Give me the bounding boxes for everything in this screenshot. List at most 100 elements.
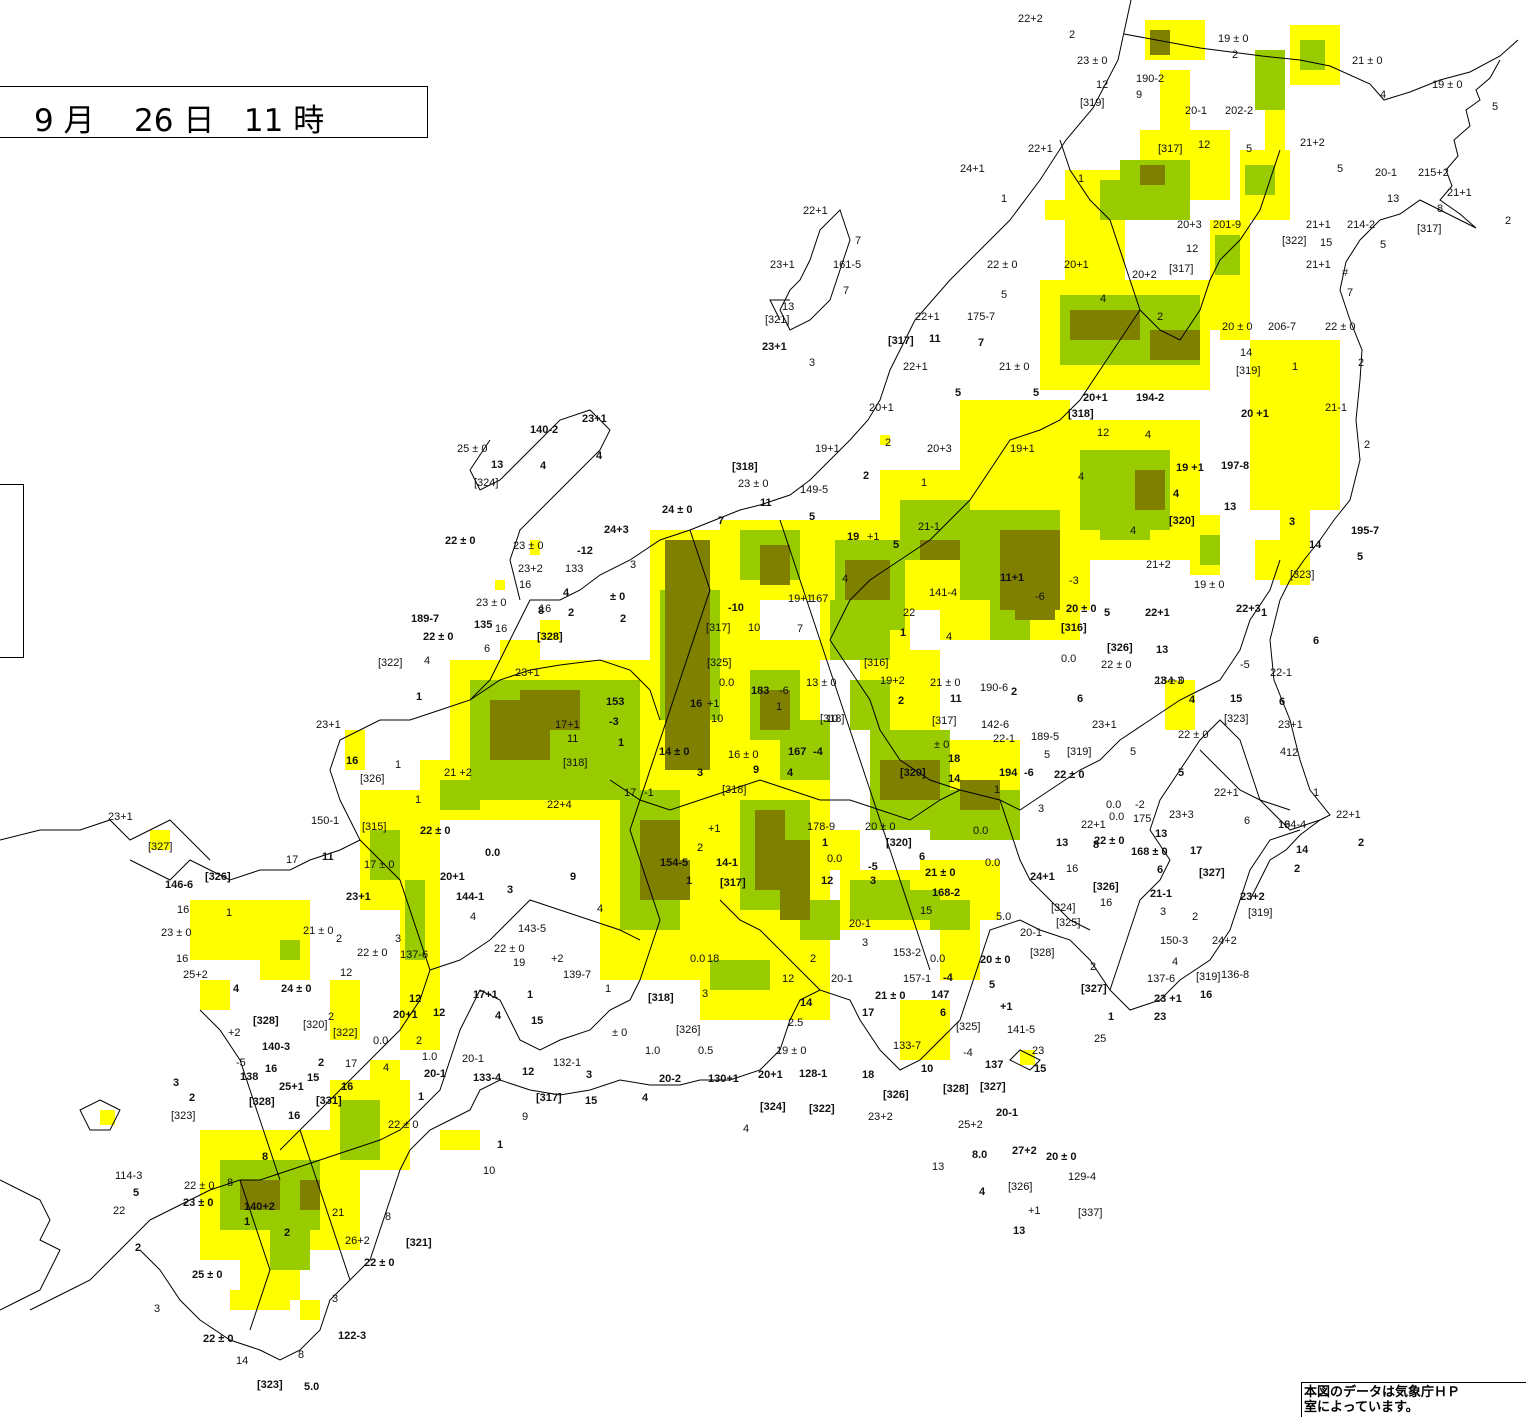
station-label: 3 (862, 937, 868, 949)
pref-boundary-15 (199, 1009, 281, 1181)
station-label: -6 (1035, 591, 1045, 603)
station-label: 22 ± 0 (1054, 769, 1085, 781)
station-label: 14 (1309, 539, 1322, 551)
station-label: 2.5 (788, 1017, 803, 1029)
station-label: 1 (1313, 787, 1319, 799)
station-label: [319] (1236, 365, 1260, 377)
coverage-cell (1045, 200, 1065, 220)
coverage-cell (820, 830, 860, 870)
station-label: 23 ± 0 (183, 1197, 214, 1209)
station-label: [322] (1282, 235, 1306, 247)
station-label: 5 (1492, 101, 1498, 113)
station-label: 23 ± 0 (1154, 675, 1185, 687)
station-label: 2 (1294, 863, 1300, 875)
station-label: [320] (900, 767, 926, 779)
station-label: 6 (919, 851, 925, 863)
station-label: 1 (1261, 607, 1267, 619)
station-label: +1 (867, 531, 880, 543)
station-label: 20+2 (1132, 269, 1157, 281)
coverage-cell (1150, 30, 1170, 55)
station-label: 1 (418, 1091, 424, 1103)
station-label: 4 (642, 1092, 649, 1104)
station-label: [321] (406, 1237, 432, 1249)
station-label: 1 (226, 907, 232, 919)
station-label: 5 (893, 539, 899, 551)
station-label: 3 (697, 767, 703, 779)
station-label: 194-2 (1136, 392, 1164, 404)
station-label: 17 ± 0 (364, 859, 395, 871)
coverage-cell (845, 560, 890, 600)
coverage-cell (780, 840, 810, 920)
station-label: 22 ± 0 (1094, 835, 1125, 847)
station-label: 17 (286, 854, 298, 866)
station-label: 13 (491, 459, 503, 471)
station-label: [328] (1030, 947, 1054, 959)
station-label: [316] (1061, 622, 1087, 634)
station-label: [317] (888, 335, 914, 347)
station-label: 13 (932, 1161, 944, 1173)
station-label: 8 (385, 1211, 391, 1223)
pref-boundary-5 (779, 519, 931, 971)
station-label: 190-2 (1136, 73, 1164, 85)
pref-boundary-14 (299, 1129, 351, 1281)
station-label: 23 ± 0 (161, 927, 192, 939)
station-label: 2 (1090, 961, 1096, 973)
station-label: [319] (1067, 746, 1091, 758)
station-label: 1 (900, 627, 906, 639)
station-label: 22 ± 0 (364, 1257, 395, 1269)
title-month: 9 (34, 103, 54, 139)
station-label: 16 (1200, 989, 1212, 1001)
station-label: 0.0 (930, 953, 945, 965)
station-label: 19 ± 0 (1432, 79, 1463, 91)
station-label: 1.0 (645, 1045, 660, 1057)
station-label: 20-1 (462, 1053, 484, 1065)
station-label: 11 (760, 497, 772, 509)
station-label: [319] (1196, 971, 1220, 983)
coverage-cell (760, 690, 790, 730)
station-label: 0.0 (973, 825, 988, 837)
station-label: 15 (1320, 237, 1332, 249)
station-label: 20+3 (927, 443, 952, 455)
coastline-tokai (139, 919, 1111, 1361)
station-label: 2 (697, 842, 703, 854)
station-label: [320] (886, 837, 912, 849)
station-label: 3 (586, 1069, 592, 1081)
station-label: 7 (1347, 287, 1353, 299)
station-label: 20-1 (1020, 927, 1042, 939)
station-label: 136-8 (1221, 969, 1249, 981)
station-label: 19 (1278, 819, 1290, 831)
station-label: 15 (585, 1095, 597, 1107)
station-label: 4 (1100, 293, 1106, 305)
coverage-cell (280, 940, 300, 960)
station-label: 22 ± 0 (184, 1180, 215, 1192)
station-label: 22 ± 0 (203, 1333, 234, 1345)
station-label: 25+2 (958, 1119, 983, 1131)
station-label: 14 (948, 773, 961, 785)
station-label: 0.0 (373, 1035, 388, 1047)
station-label: 20-1 (831, 973, 853, 985)
coverage-cell (1215, 235, 1240, 275)
coastline-east-1 (1379, 59, 1501, 229)
station-label: 2 (1364, 439, 1370, 451)
station-label: 16 (346, 755, 358, 767)
station-label: 20+1 (440, 871, 465, 883)
station-label: 23 ± 0 (476, 597, 507, 609)
station-label: 12 (782, 973, 794, 985)
station-label: 21+1 (1447, 187, 1472, 199)
station-label: 16 (1100, 897, 1112, 909)
station-label: 23 ± 0 (1077, 55, 1108, 67)
station-label: 14 (1240, 347, 1252, 359)
coverage-cell (530, 540, 540, 555)
station-label: 2 (1358, 837, 1364, 849)
station-label: 13 (1387, 193, 1399, 205)
station-label: 23+2 (868, 1111, 893, 1123)
station-label: -5 (1240, 659, 1250, 671)
coverage-cell (1060, 560, 1090, 610)
pref-boundary-7 (279, 839, 431, 1151)
station-label: 12 (1286, 747, 1298, 759)
station-label: 1 (244, 1216, 250, 1228)
station-label: 2 (1192, 911, 1198, 923)
coverage-cell (1015, 570, 1055, 620)
station-label: [324] (760, 1101, 786, 1113)
station-label: 4 (596, 450, 603, 462)
